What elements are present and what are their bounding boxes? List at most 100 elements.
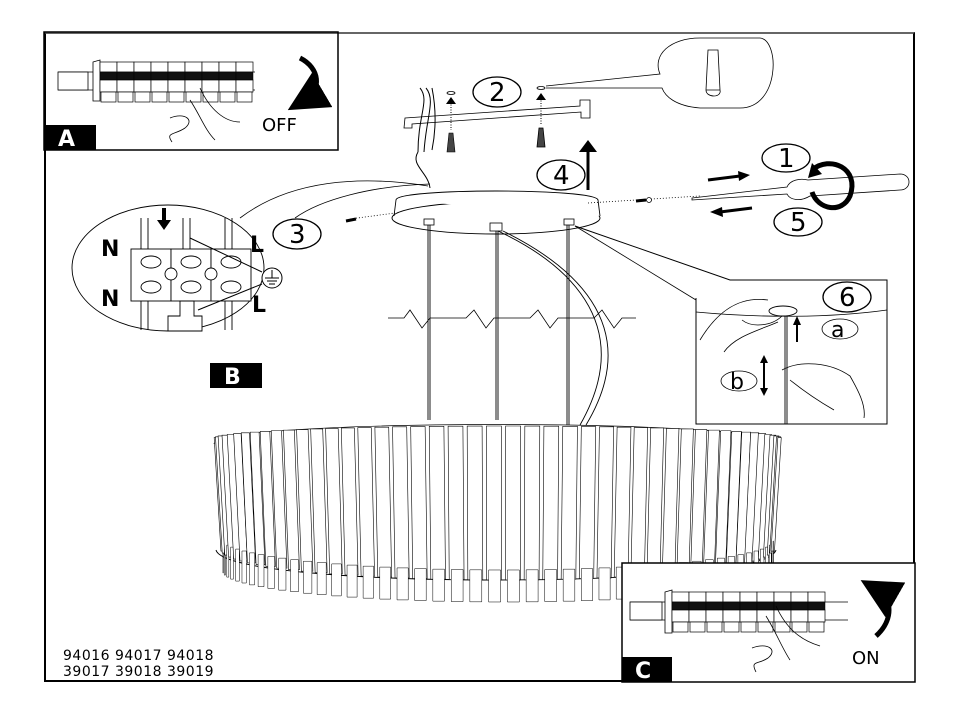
shade-slat	[751, 433, 767, 562]
breaker-switch	[99, 71, 118, 81]
model-codes-line-1: 94016 94017 94018	[63, 648, 215, 664]
shade-slat	[523, 425, 541, 581]
shade-slat	[560, 426, 578, 580]
breaker-terminal-bottom	[740, 621, 757, 633]
suspension-cables	[388, 225, 636, 426]
shade-slat	[578, 426, 597, 579]
breaker-body	[99, 79, 118, 93]
step-6-badge	[822, 281, 872, 313]
shade-slat	[392, 426, 410, 579]
substep-b-label: b	[730, 370, 744, 395]
breaker-switch	[722, 601, 741, 611]
breaker-terminal-bottom	[689, 621, 706, 633]
breaker-terminal-top	[705, 591, 724, 603]
screwdriver-steps: 1 5	[691, 143, 910, 238]
breaker-switch	[235, 71, 254, 81]
breaker-body	[235, 79, 254, 93]
breaker-terminal-top	[201, 61, 220, 73]
shade-inner-slat	[507, 569, 520, 603]
step-6-number: 6	[839, 283, 856, 313]
step-3-badge	[272, 218, 322, 250]
hand-icon	[699, 298, 783, 353]
breaker-switch	[790, 601, 809, 611]
step-4: 4	[536, 140, 597, 191]
breaker-switch	[773, 601, 792, 611]
shade-inner-slat	[488, 569, 501, 603]
shade-slat	[676, 428, 694, 573]
breaker-switch	[705, 601, 724, 611]
panel-c: ON C	[621, 562, 916, 684]
shade-inner-slat	[230, 546, 234, 580]
step-4-badge	[536, 159, 586, 191]
shade-slat	[447, 425, 465, 580]
breaker-terminal-bottom	[151, 91, 168, 103]
shade-inner-slat	[278, 557, 287, 591]
shade-inner-slat	[241, 550, 247, 584]
terminal-label-n-bottom: N	[101, 287, 119, 312]
rotate-up-arrow-icon	[860, 580, 906, 638]
shade-inner-slat	[346, 564, 358, 598]
shade-slat	[613, 426, 632, 578]
shade-slat	[259, 431, 276, 567]
breaker-terminal-top	[739, 591, 758, 603]
breaker-body	[201, 79, 220, 93]
breaker-terminal-top	[671, 591, 690, 603]
shade-inner-slat	[331, 563, 342, 597]
shade-inner-slat	[544, 569, 557, 602]
shade-inner-slat	[469, 569, 483, 603]
mounting-bracket-group: 2	[403, 76, 591, 189]
breaker-terminal-top	[773, 591, 792, 603]
shade-inner-slat	[581, 568, 593, 601]
shade-slat	[466, 425, 484, 581]
step-5-number: 5	[790, 208, 807, 238]
breaker-body	[773, 609, 792, 623]
step-1-badge	[761, 143, 811, 173]
shade-inner-slat	[525, 569, 539, 603]
breaker-body	[790, 609, 809, 623]
breaker-terminal-bottom	[774, 621, 791, 633]
on-caption: ON	[852, 648, 880, 669]
shade-slat	[249, 431, 266, 566]
cable-gripper-icon	[768, 305, 798, 317]
shade-slat	[596, 426, 614, 579]
power-cord	[497, 230, 602, 426]
substep-b-badge	[720, 370, 758, 392]
breaker-terminal-bottom	[706, 621, 723, 633]
shade-inner-slat	[235, 548, 240, 582]
step-2-badge	[472, 76, 522, 108]
shade-inner-slat	[396, 567, 409, 601]
break-line	[388, 309, 636, 329]
dowel-icon	[705, 49, 721, 97]
shade-slat	[770, 437, 782, 552]
breaker-terminal-bottom	[757, 621, 774, 633]
shade-slat	[542, 425, 560, 580]
breaker-terminal-bottom	[672, 621, 689, 633]
breaker-panel-a	[57, 59, 255, 103]
shade-slat	[410, 426, 428, 579]
shade-inner-slat	[316, 562, 327, 595]
breaker-terminal-top	[688, 591, 707, 603]
shade-inner-slat	[257, 554, 265, 587]
shade-slat	[486, 425, 502, 581]
shade-slat	[428, 426, 446, 580]
breaker-terminal-bottom	[168, 91, 185, 103]
breaker-terminal-top	[218, 61, 237, 73]
panel-c-label-box	[622, 657, 672, 682]
breaker-body	[116, 79, 135, 93]
breaker-terminal-bottom	[134, 91, 151, 103]
shade-inner-slat	[414, 568, 427, 601]
shade-inner-slat	[379, 566, 391, 600]
breaker-terminal-bottom	[100, 91, 117, 103]
push-arrow-icon	[707, 174, 741, 182]
shade-slat	[283, 429, 300, 571]
breaker-terminal-bottom	[723, 621, 740, 633]
panel-c-label: C	[635, 659, 651, 684]
breaker-terminal-bottom	[219, 91, 236, 103]
breaker-terminal-top	[167, 61, 186, 73]
shade-inner-slat	[303, 560, 313, 594]
breaker-body	[671, 609, 690, 623]
shade-slat	[374, 426, 392, 578]
shade-inner-slat	[598, 567, 611, 601]
substep-a-label: a	[831, 318, 844, 343]
shade-slat	[325, 428, 343, 575]
